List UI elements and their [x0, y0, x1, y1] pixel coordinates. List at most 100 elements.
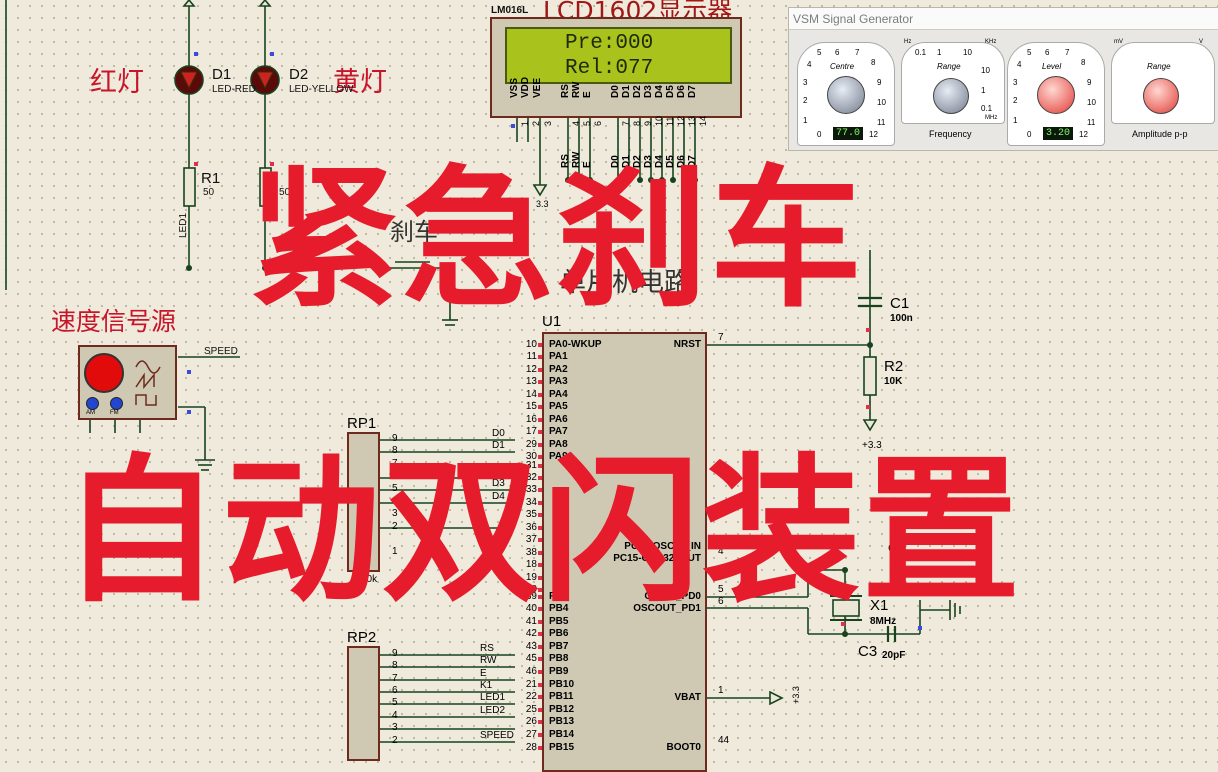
mcu-pin-name: PA5 — [549, 401, 568, 412]
centre-scale-number: 12 — [869, 130, 878, 139]
mcu-pin-number: 40 — [525, 603, 537, 614]
x1-ref: X1 — [870, 597, 889, 614]
fm-knob[interactable] — [110, 397, 123, 410]
mcu-pin-name: BOOT0 — [666, 742, 701, 753]
pin-marker — [538, 455, 542, 459]
frequency-range-knob[interactable] — [933, 78, 969, 114]
u1-ref: U1 — [542, 313, 562, 330]
mcu-pin-name: PB15 — [549, 742, 575, 753]
mcu-pin-number: 16 — [525, 414, 537, 425]
range-scale-number: 1 — [981, 86, 986, 95]
mcu-pin-name: PA1 — [549, 351, 568, 362]
mcu-pin-number: 17 — [525, 426, 537, 437]
centre-scale-number: 7 — [855, 48, 860, 57]
centre-scale-number: 9 — [877, 78, 882, 87]
pin-marker — [538, 695, 542, 699]
mcu-pin-number: 7 — [718, 332, 724, 343]
capacitor-c1[interactable] — [858, 296, 882, 308]
level-scale-number: 10 — [1087, 98, 1096, 107]
mcu-pin-number: 10 — [525, 339, 537, 350]
mcu-pin-number: 30 — [525, 451, 537, 462]
mcu-pin-number: 3 — [718, 534, 724, 545]
pin-marker — [538, 620, 542, 624]
rp1-pin-number: 1 — [392, 546, 398, 557]
centre-scale-number: 10 — [877, 98, 886, 107]
lcd-pin-name: D1 — [621, 85, 632, 98]
centre-scale-number: 8 — [871, 58, 876, 67]
resistor-r1[interactable] — [183, 167, 196, 207]
c1-ref: C1 — [890, 295, 910, 312]
mcu-pin-name: PB7 — [549, 641, 569, 652]
am-knob[interactable] — [86, 397, 99, 410]
speed-knob[interactable] — [84, 353, 124, 393]
lcd-pin-name: D2 — [632, 85, 643, 98]
range-label: Range — [937, 62, 961, 71]
rp1-pin-number: 4 — [392, 496, 398, 507]
centre-scale-number: 0 — [817, 130, 822, 139]
resistor-pack-rp1[interactable] — [347, 432, 380, 572]
speed-signal-source[interactable]: AM FM — [78, 345, 177, 420]
hz-unit: Hz — [904, 39, 912, 45]
pin-marker — [538, 405, 542, 409]
rp2-pin-number: 8 — [392, 660, 398, 671]
level-scale-number: 9 — [1087, 78, 1092, 87]
mcu-u1[interactable] — [542, 332, 707, 772]
pin-marker — [538, 595, 542, 599]
crystal-x1[interactable] — [830, 595, 862, 621]
capacitor-c3[interactable] — [886, 626, 897, 642]
vsm-signal-generator[interactable]: VSM Signal Generator Centre 77.0 Range H… — [788, 7, 1218, 151]
mcu-pin-number: 25 — [525, 704, 537, 715]
mcu-pin-number: 18 — [525, 559, 537, 570]
lcd-pin-name: VDD — [520, 76, 531, 98]
lcd-pin-name: D3 — [643, 85, 654, 98]
rp2-ref: RP2 — [347, 629, 377, 646]
vcc-label: +3.3 — [862, 440, 882, 451]
rp1-ref: RP1 — [347, 415, 377, 432]
range2-label: Range — [1147, 62, 1171, 71]
mcu-pin-number: 14 — [525, 389, 537, 400]
vsm-title: VSM Signal Generator — [789, 8, 1218, 30]
mcu-pin-name: PA6 — [549, 414, 568, 425]
amplitude-range-knob[interactable] — [1143, 78, 1179, 114]
mcu-pin-number: 31 — [525, 460, 537, 471]
resistor-r2[interactable] — [863, 356, 877, 396]
mcu-pin-name: PB5 — [549, 616, 569, 627]
frequency-label: Frequency — [929, 129, 972, 139]
lcd-pin-name: D7 — [687, 85, 698, 98]
pin-marker — [538, 720, 542, 724]
lcd-pin-name: VEE — [532, 77, 543, 98]
lcd-pin-name: D5 — [665, 85, 676, 98]
mcu-pin-name: PA2 — [549, 364, 568, 375]
pin-marker — [538, 708, 542, 712]
mcu-pin-name: PB10 — [549, 679, 575, 690]
mcu-pin-number: 43 — [525, 641, 537, 652]
rp1-pin-number: 3 — [392, 508, 398, 519]
rp1-net-label: D3 — [492, 478, 505, 489]
c3-value: 20pF — [882, 650, 906, 661]
mcu-pin-name: NRST — [673, 339, 701, 350]
v-unit: V — [1199, 39, 1204, 45]
rp1-pin-number: 6 — [392, 471, 398, 482]
frequency-readout: 77.0 — [833, 127, 863, 140]
resistor-r-yellow[interactable] — [259, 167, 272, 207]
pin-marker — [538, 632, 542, 636]
centre-knob[interactable] — [827, 76, 865, 114]
lcd-screen: Pre:000 Rel:077 — [505, 27, 732, 84]
range-scale-number: 0.1 — [981, 104, 993, 113]
d2-part: LED-YELLOW — [289, 84, 354, 95]
range-scale-number: 10 — [981, 66, 990, 75]
level-knob[interactable] — [1037, 76, 1075, 114]
rp1-net-label: D1 — [492, 440, 505, 451]
pin-marker — [538, 513, 542, 517]
lcd-pin-number: 10 — [654, 115, 664, 126]
mcu-circuit-label: 单片机电路 — [560, 268, 691, 298]
led1-net: LED1 — [178, 212, 190, 239]
pin-marker — [538, 430, 542, 434]
rp2-net-label: E — [480, 668, 487, 679]
led-yellow[interactable] — [250, 65, 280, 95]
resistor-pack-rp2[interactable] — [347, 646, 380, 761]
mcu-pin-number: 13 — [525, 376, 537, 387]
pin-marker — [538, 501, 542, 505]
led-red[interactable] — [174, 65, 204, 95]
